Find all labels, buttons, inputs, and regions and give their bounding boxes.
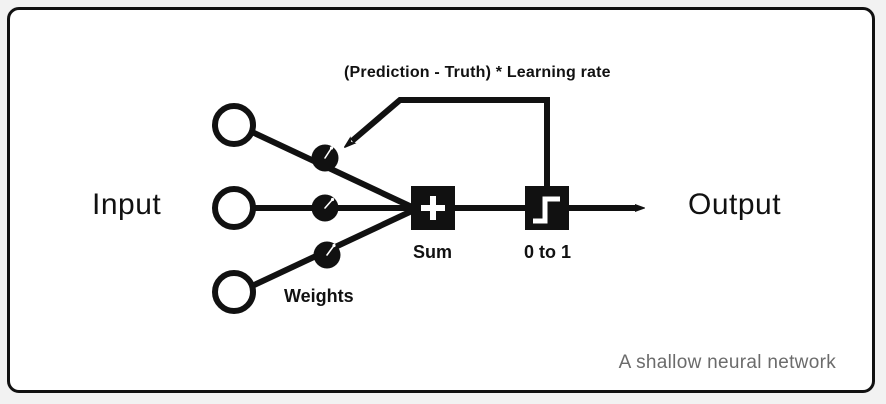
weights-label: Weights [284, 286, 354, 306]
sum-label: Sum [413, 242, 453, 262]
output-label: Output [688, 188, 782, 221]
input-label: Input [92, 188, 162, 221]
feedback-formula-label: (Prediction - Truth) * Learning rate [344, 64, 611, 81]
activation-range-label: 0 to 1 [524, 242, 572, 262]
figure-caption: A shallow neural network [618, 352, 836, 373]
